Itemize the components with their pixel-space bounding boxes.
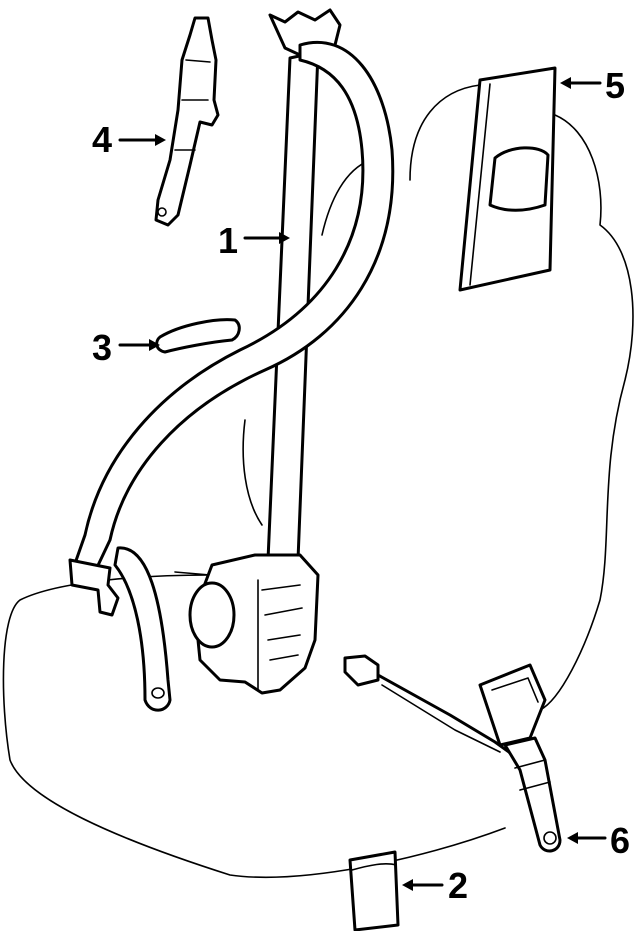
- callout-5-label: 5: [605, 65, 625, 106]
- seat-belt-assembly: [68, 8, 395, 712]
- part-6-buckle: [343, 654, 562, 853]
- callout-2-label: 2: [448, 865, 468, 906]
- part-5-trim-panel: [458, 66, 557, 292]
- part-2-cap: [348, 850, 400, 931]
- part-3-cover: [155, 318, 241, 354]
- callout-3-label: 3: [92, 327, 112, 368]
- callout-6-label: 6: [610, 820, 630, 861]
- callout-1-label: 1: [218, 220, 238, 261]
- callout-arrows: [118, 77, 607, 891]
- seat-outline: [2, 84, 634, 878]
- callout-4-label: 4: [92, 119, 112, 160]
- part-4-height-adjuster: [154, 16, 220, 227]
